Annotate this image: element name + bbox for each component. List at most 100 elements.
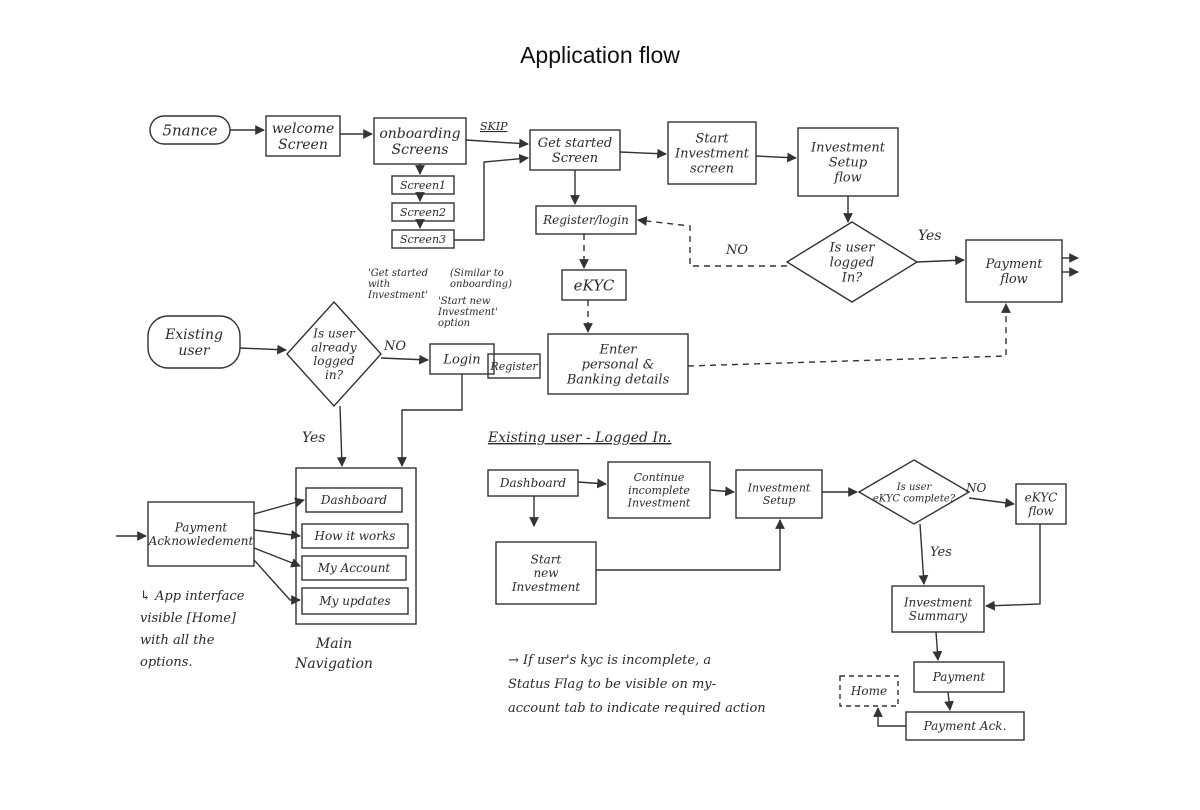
investment-setup-label: Setup [763,494,796,507]
register-label: Register [489,360,538,373]
edge-decision-no-to-login [380,354,429,365]
edge-startinv-to-setupflow [755,152,797,163]
note-login-similar: onboarding) [450,279,512,290]
screen3-box [391,229,455,249]
node-home: Home [839,675,899,707]
investment-setup-flow-box [797,127,899,197]
edge-label-no-ekyc-loop: NO [725,243,748,258]
node-dashboard-nav: Dashboard [305,487,403,513]
node-screen1: Screen1 [391,175,455,195]
ekyc-flow-box [1015,483,1067,525]
personal-banking-label: Enter [599,343,638,358]
edge-banking-to-payment [687,303,1011,367]
payment-ack-label: Payment Ack. [923,719,1007,733]
payment-box [913,661,1005,693]
note-login-getstarted: with [368,279,390,290]
edge-ekycflow-to-summary [985,524,1041,611]
screen1-label: Screen1 [400,179,446,192]
ekyc-box [561,269,627,301]
personal-banking-label: Banking details [566,373,670,388]
start-investment-label: screen [690,162,734,177]
welcome-label: Screen [278,137,328,153]
node-my-updates: My updates [301,587,409,615]
ekyc-flow-label: flow [1027,504,1054,518]
note-main-navigation: Main [315,636,352,652]
edge-decision-yes-to-nav [336,405,347,467]
start-new-investment-label: Start [531,552,562,566]
investment-setup-label: Investment [747,482,811,495]
node-screen3: Screen3 [391,229,455,249]
is-user-logged-in-diamond [785,221,919,303]
node-screen2: Screen2 [391,202,455,222]
5nance-label: 5nance [162,121,217,139]
node-register-login: Register/login [535,205,637,235]
existing-user-label: Existing [164,327,223,343]
note-app-interface: ↳ App interface [140,589,245,604]
investment-summary-box [891,585,985,633]
node-payment: Payment [913,661,1005,693]
edge-label-yes-summary: Yes [930,545,952,560]
payment-ack-left-label: Payment [174,520,228,534]
edge-payack-to-myaccount [253,547,301,568]
payment-flow-label: flow [999,272,1028,287]
personal-banking-box [547,333,689,395]
node-payment-ack: Payment Ack. [905,711,1025,741]
note-login-startnew: option [438,318,470,329]
welcome-label: welcome [272,121,335,137]
screen2-label: Screen2 [400,206,446,219]
screen2-box [391,202,455,222]
is-user-logged-in-label: Is user [829,241,876,256]
welcome-box [265,115,341,157]
continue-incomplete-label: incomplete [628,484,690,497]
existing-user-box [147,315,241,369]
note-app-interface: with all the [140,633,215,648]
existing-user-label: user [178,343,210,359]
investment-summary-label: Investment [903,595,973,609]
register-box [487,353,541,379]
continue-incomplete-box [607,461,711,519]
my-account-box [301,555,407,581]
payment-ack-box [905,711,1025,741]
home-box [839,675,899,707]
payment-ack-left-label: Acknowledement [148,534,254,548]
node-ekyc: eKYC [561,269,627,301]
continue-incomplete-label: Investment [627,497,691,510]
login-label: Login [442,353,480,368]
payment-flow-label: Payment [985,257,1044,272]
my-account-label: My Account [317,561,391,575]
note-kyc-flag: → If user's kyc is incomplete, a [508,653,711,668]
login-box [429,343,495,375]
note-login-startnew: Investment' [437,307,498,318]
note-section-existing-user: Existing user - Logged In. [487,430,671,446]
payment-ack-left-box [147,501,255,567]
node-register: Register [487,353,541,379]
ekyc-complete-diamond [857,459,971,525]
how-it-works-label: How it works [314,529,396,543]
onboarding-label: Screens [392,142,449,158]
note-login-getstarted: 'Get started [368,268,428,279]
edge-login-to-nav [397,374,463,467]
payment-flow-box [965,239,1063,303]
dashboard-box [487,469,579,497]
is-user-logged-in-label: logged [830,256,875,271]
node-dashboard: Dashboard [487,469,579,497]
edge-getstarted-to-startinv [619,148,667,159]
edge-label-no-login: NO [383,339,406,354]
note-login-getstarted: Investment' [367,290,428,301]
node-how-it-works: How it works [301,523,409,549]
edge-paymentack-to-home [873,707,906,727]
continue-incomplete-label: Continue [634,471,685,484]
ekyc-complete-label: Is user [896,482,933,493]
investment-setup-flow-label: Investment [810,141,886,156]
